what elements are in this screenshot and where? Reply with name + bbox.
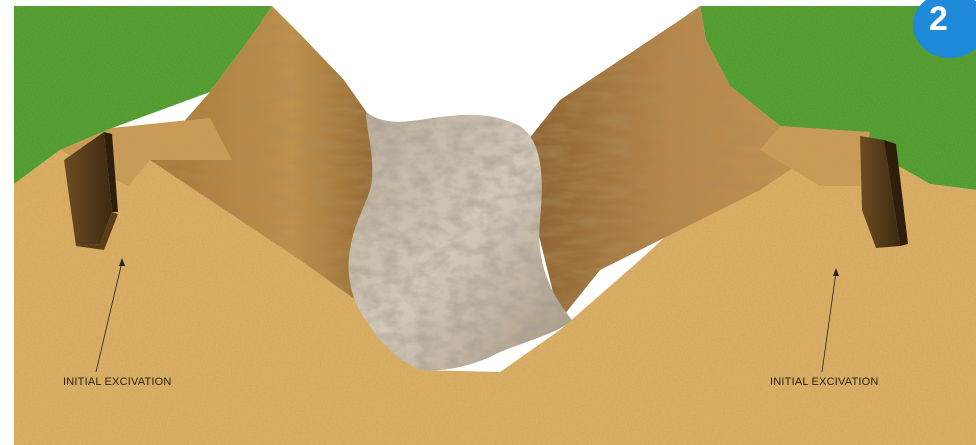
label-initial-excavation-left: INITIAL EXCIVATION	[63, 376, 172, 388]
label-initial-excavation-right: INITIAL EXCIVATION	[770, 376, 879, 388]
step-number: 2	[929, 0, 948, 38]
